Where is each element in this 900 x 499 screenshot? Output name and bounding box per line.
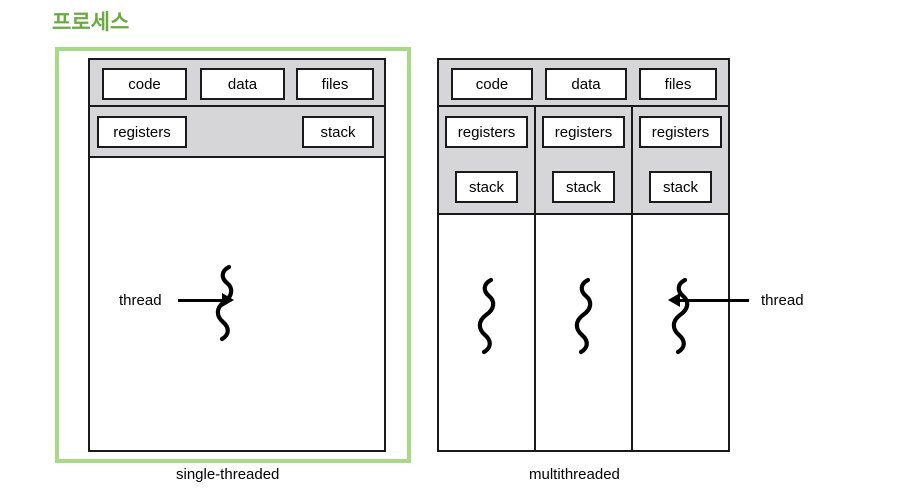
thread-state-column: registers stack xyxy=(439,107,534,213)
thread-column xyxy=(439,215,534,450)
data-segment-box: data xyxy=(545,68,627,100)
single-threaded-thread-arrow-head xyxy=(222,293,234,307)
registers-box: registers xyxy=(97,116,187,148)
multithreaded-thread-arrow-head xyxy=(668,293,680,307)
stack-box: stack xyxy=(455,171,518,203)
registers-box: registers xyxy=(542,116,625,148)
single-threaded-thread-arrow-line xyxy=(178,299,226,302)
data-segment-box: data xyxy=(200,68,285,100)
multithreaded-thread-arrow-line xyxy=(677,299,749,302)
files-segment-box: files xyxy=(296,68,374,100)
multithreaded-thread-state-band: registers stack registers stack register… xyxy=(439,107,728,215)
single-threaded-memory-band: code data files xyxy=(90,60,384,107)
page-title: 프로세스 xyxy=(52,11,130,34)
thread-squiggle-icon xyxy=(474,277,500,355)
single-threaded-thread-state-band: registers stack xyxy=(90,107,384,158)
stack-box: stack xyxy=(649,171,712,203)
registers-box: registers xyxy=(445,116,528,148)
registers-box: registers xyxy=(639,116,722,148)
single-threaded-process-diagram: code data files registers stack xyxy=(88,58,386,452)
single-threaded-thread-label: thread xyxy=(119,292,162,309)
stack-box: stack xyxy=(552,171,615,203)
thread-state-column: registers stack xyxy=(534,107,631,213)
code-segment-box: code xyxy=(451,68,533,100)
thread-squiggle-icon xyxy=(571,277,597,355)
files-segment-box: files xyxy=(639,68,717,100)
multithreaded-thread-area xyxy=(439,215,728,450)
multithreaded-thread-label: thread xyxy=(761,292,804,309)
thread-column xyxy=(534,215,631,450)
stack-box: stack xyxy=(302,116,374,148)
single-threaded-thread-area xyxy=(90,158,384,450)
multithreaded-caption: multithreaded xyxy=(529,466,620,483)
thread-column xyxy=(631,215,728,450)
multithreaded-process-diagram: code data files registers stack register… xyxy=(437,58,730,452)
thread-squiggle-icon xyxy=(668,277,694,355)
multithreaded-memory-band: code data files xyxy=(439,60,728,107)
code-segment-box: code xyxy=(102,68,187,100)
single-threaded-caption: single-threaded xyxy=(176,466,280,483)
thread-state-column: registers stack xyxy=(631,107,728,213)
